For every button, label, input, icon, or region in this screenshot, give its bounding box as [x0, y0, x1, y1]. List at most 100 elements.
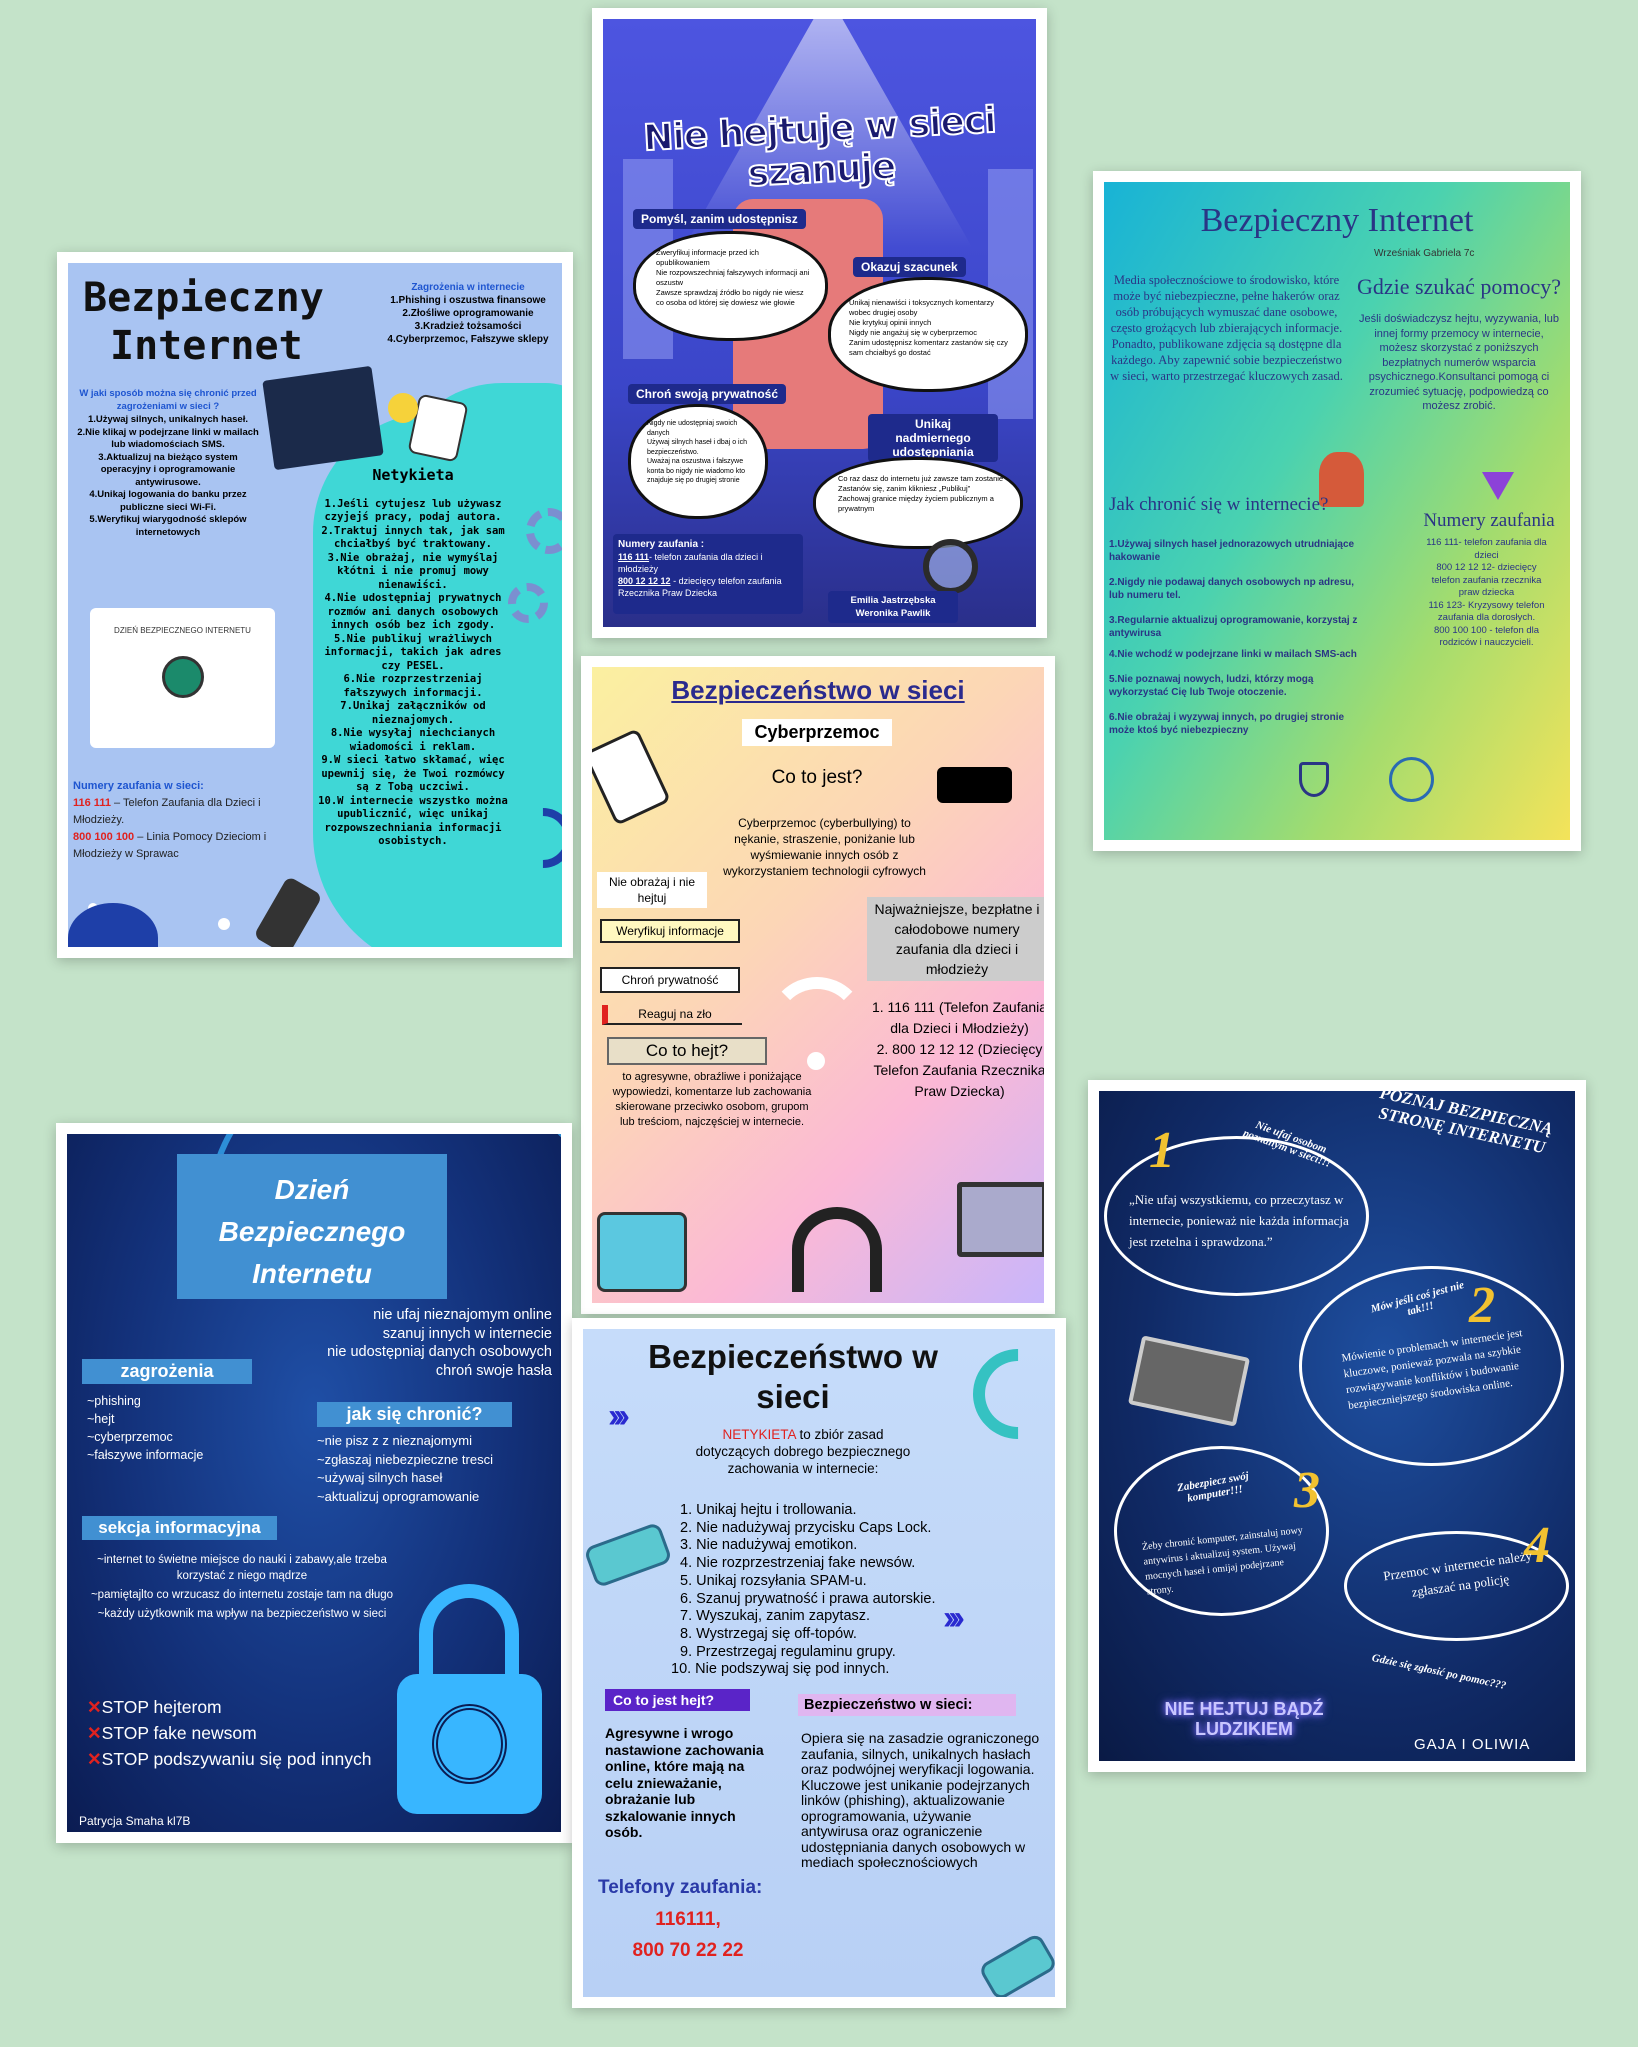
- hate-text: Agresywne i wrogo nastawione zachowania …: [605, 1725, 764, 1840]
- tip-box: Reaguj na zło: [602, 1005, 742, 1025]
- usb-drive-icon: [977, 1932, 1055, 1997]
- bubble-privacy: Nigdy nie udostępniaj swoich danych Używ…: [628, 404, 768, 519]
- numbers-title: Najważniejsze, bezpłatne i całodobowe nu…: [867, 897, 1044, 981]
- poster-title: POZNAJ BEZPIECZNĄ STRONĘ INTERNETU: [1377, 1091, 1555, 1158]
- number-4: 4: [1524, 1517, 1550, 1574]
- list-item: Zastanów się, zanim klikniesz „Publikuj”: [838, 484, 971, 493]
- list-item: Nie rozpowszechniaj fałszywych informacj…: [656, 268, 810, 287]
- tablet-icon: [597, 1212, 687, 1292]
- threat-item: 1.Phishing i oszustwa finansowe: [390, 295, 546, 306]
- magnifier-icon: [923, 539, 978, 594]
- phone-2: 800 70 22 22: [632, 1940, 744, 1961]
- protect-box: W jaki sposób można się chronić przed za…: [73, 388, 263, 539]
- threat-item: ~cyberprzemoc: [87, 1430, 173, 1444]
- protect-item: ~aktualizuj oprogramowanie: [317, 1488, 480, 1504]
- hate-title: Co to hejt?: [607, 1037, 767, 1065]
- threats-title: zagrożenia: [82, 1359, 252, 1384]
- authors-box: Emilia Jastrzębska Weronika Pawlik: [828, 591, 958, 623]
- protect-item: 3.Aktualizuj na bieżąco system operacyjn…: [98, 451, 238, 488]
- list-item: Nigdy nie udostępniaj swoich danych: [647, 420, 738, 437]
- poster-dzien-bezpiecznego-internetu[interactable]: Dzień Bezpiecznego Internetu nie ufaj ni…: [56, 1123, 572, 1843]
- intro-line: nie udostępniaj danych osobowych: [327, 1344, 552, 1360]
- rule-item: 2.Nigdy nie podawaj danych osobowych np …: [1109, 577, 1355, 601]
- usb-drive-icon: [253, 875, 323, 947]
- phone-2: 800 100 100 – Linia Pomocy Dzieciom i Mł…: [73, 829, 298, 863]
- definition-text: Cyberprzemoc (cyberbullying) to nękanie,…: [723, 816, 926, 878]
- phone-1-number: 116 111: [618, 552, 650, 562]
- stop-label: STOP hejterom: [101, 1697, 222, 1717]
- bubble-4: [1344, 1531, 1569, 1641]
- rule-item: 3. Nie nadużywaj emotikon.: [680, 1537, 858, 1554]
- poster-bezpieczenstwo-netykieta[interactable]: Bezpieczeństwo w sieci ››› NETYKIETA to …: [572, 1318, 1066, 2008]
- poster-bezpieczny-internet-gradient[interactable]: Bezpieczny Internet Wrześniak Gabriela 7…: [1093, 171, 1581, 851]
- cross-icon: ✕: [87, 1697, 102, 1717]
- gear-icon: [508, 583, 548, 623]
- title-box: Dzień Bezpiecznego Internetu: [177, 1154, 447, 1299]
- chevrons-icon: ›››: [608, 1397, 630, 1435]
- intro-box: nie ufaj nieznajomym online szanuj innyc…: [267, 1306, 552, 1380]
- phone-2-number: 800 100 100: [73, 831, 135, 843]
- netiquette-title: Netykieta: [372, 465, 454, 484]
- protect-item: ~używaj silnych haseł: [317, 1470, 443, 1485]
- phone-1: 116 111 – Telefon Zaufania dla Dzieci i …: [73, 795, 298, 829]
- gear-icon: [526, 508, 562, 554]
- chevrons-icon: ›››: [943, 1599, 965, 1637]
- phone-1-text: – Telefon Zaufania dla Dzieci i Młodzież…: [73, 797, 261, 826]
- phones-box: Numery zaufania w sieci: 116 111 – Telef…: [73, 778, 298, 863]
- rule-item: 6.Nie obrażaj i wyzywaj innych, po drugi…: [1109, 712, 1345, 736]
- safety-title: Bezpieczeństwo w sieci:: [798, 1694, 1016, 1716]
- rule-item: 5. Unikaj rozsyłania SPAM-u.: [680, 1572, 867, 1589]
- stop-label: STOP podszywaniu się pod innych: [101, 1749, 372, 1769]
- bubble-3: [1114, 1446, 1329, 1616]
- rule-item: 4.Nie wchodź w podejrzane linki w mailac…: [1109, 649, 1357, 660]
- text-1: „Nie ufaj wszystkiemu, co przeczytasz w …: [1129, 1192, 1349, 1249]
- netiquette-box: Netykieta 1.Jeśli cytujesz lub używasz c…: [313, 455, 513, 862]
- bubble-respect: Unikaj nienawiści i toksycznych komentar…: [828, 277, 1028, 392]
- list-item: Zawsze sprawdzaj źródło bo nigdy nie wie…: [656, 288, 804, 307]
- list-item: Unikaj nienawiści i toksycznych komentar…: [849, 298, 995, 317]
- poster-bezpieczenstwo-cyberprzemoc[interactable]: Bezpieczeństwo w sieci Cyberprzemoc Co t…: [581, 656, 1055, 1314]
- rule-item: 1. Unikaj hejtu i trollowania.: [680, 1502, 857, 1518]
- intro-text: to zbiór zasad dotyczących dobrego bezpi…: [695, 1427, 911, 1476]
- wifi-icon: [954, 1330, 1055, 1458]
- poster-poznaj-bezpieczna-strone[interactable]: POZNAJ BEZPIECZNĄ STRONĘ INTERNETU 1 Nie…: [1088, 1080, 1586, 1772]
- intro-line: szanuj innych w internecie: [382, 1325, 552, 1342]
- phone-1-text: - telefon zaufania dla dzieci i młodzież…: [618, 552, 763, 574]
- question-heading: Co to jest?: [771, 767, 863, 788]
- intro-line: nie ufaj nieznajomym online: [373, 1307, 552, 1323]
- info-item: ~internet to świetne miejsce do nauki i …: [97, 1554, 387, 1582]
- padlock-icon: [397, 1584, 542, 1814]
- poster-title: Nie hejtuję w sieci szanuję: [641, 99, 997, 196]
- hate-text: to agresywne, obraźliwe i poniżające wyp…: [612, 1071, 812, 1128]
- protect-title: jak się chronić?: [317, 1402, 512, 1427]
- rule-item: 10. Nie podszywaj się pod innych.: [671, 1661, 890, 1678]
- poster-nie-hejtuje[interactable]: Nie hejtuję w sieci szanuję Pomyśl, zani…: [592, 8, 1047, 638]
- bubble-think: Zweryfikuj informacje przed ich opubliko…: [633, 231, 828, 341]
- stop-item: ✕STOP podszywaniu się pod innych: [87, 1746, 371, 1772]
- tag-respect: Okazuj szacunek: [853, 257, 966, 277]
- dot-decoration: [218, 918, 230, 930]
- tag-privacy: Chroń swoją prywatność: [628, 384, 787, 404]
- subtitle: Cyberprzemoc: [742, 719, 892, 746]
- author-name: Patrycja Smaha kl7B: [79, 1814, 191, 1828]
- protect-item: 5.Weryfikuj wiarygodność sklepów interne…: [89, 514, 247, 538]
- threat-item: ~phishing: [87, 1394, 141, 1408]
- author-name: Emilia Jastrzębska: [850, 595, 936, 606]
- list-item: Nie krytykuj opinii innych: [849, 318, 932, 327]
- rule-item: 8. Wystrzegaj się off-topów.: [680, 1625, 857, 1642]
- rule-item: 4. Nie rozprzestrzeniaj fake newsów.: [680, 1555, 916, 1572]
- fingerprint-icon: [432, 1704, 507, 1784]
- usb-drive-icon: [583, 1521, 673, 1589]
- rule-item: 1.Używaj silnych haseł jednorazowych utr…: [1109, 539, 1355, 563]
- list-item: Zweryfikuj informacje przed ich opubliko…: [656, 248, 759, 267]
- poster-bezpieczny-internet-netykieta[interactable]: Bezpieczny Internet Zagrożenia w interne…: [57, 252, 573, 958]
- protect-item: 4.Unikaj logowania do banku przez public…: [89, 489, 247, 513]
- phone-2-text: - dziecięcy telefon zaufania Rzecznika P…: [618, 576, 782, 598]
- list-item: Zachowaj granice między życiem publiczny…: [838, 494, 994, 513]
- list-item: Używaj silnych haseł i dbaj o ich bezpie…: [647, 439, 747, 456]
- phone-2-text: – Linia Pomocy Dzieciom i Młodzieży w Sp…: [73, 831, 267, 860]
- help-text: Jeśli doświadczysz hejtu, wyzywania, lub…: [1359, 313, 1559, 412]
- rules-box: 1.Używaj silnych haseł jednorazowych utr…: [1109, 538, 1369, 737]
- title-line-1: Bezpieczny: [83, 275, 324, 321]
- cross-icon: ✕: [87, 1749, 102, 1769]
